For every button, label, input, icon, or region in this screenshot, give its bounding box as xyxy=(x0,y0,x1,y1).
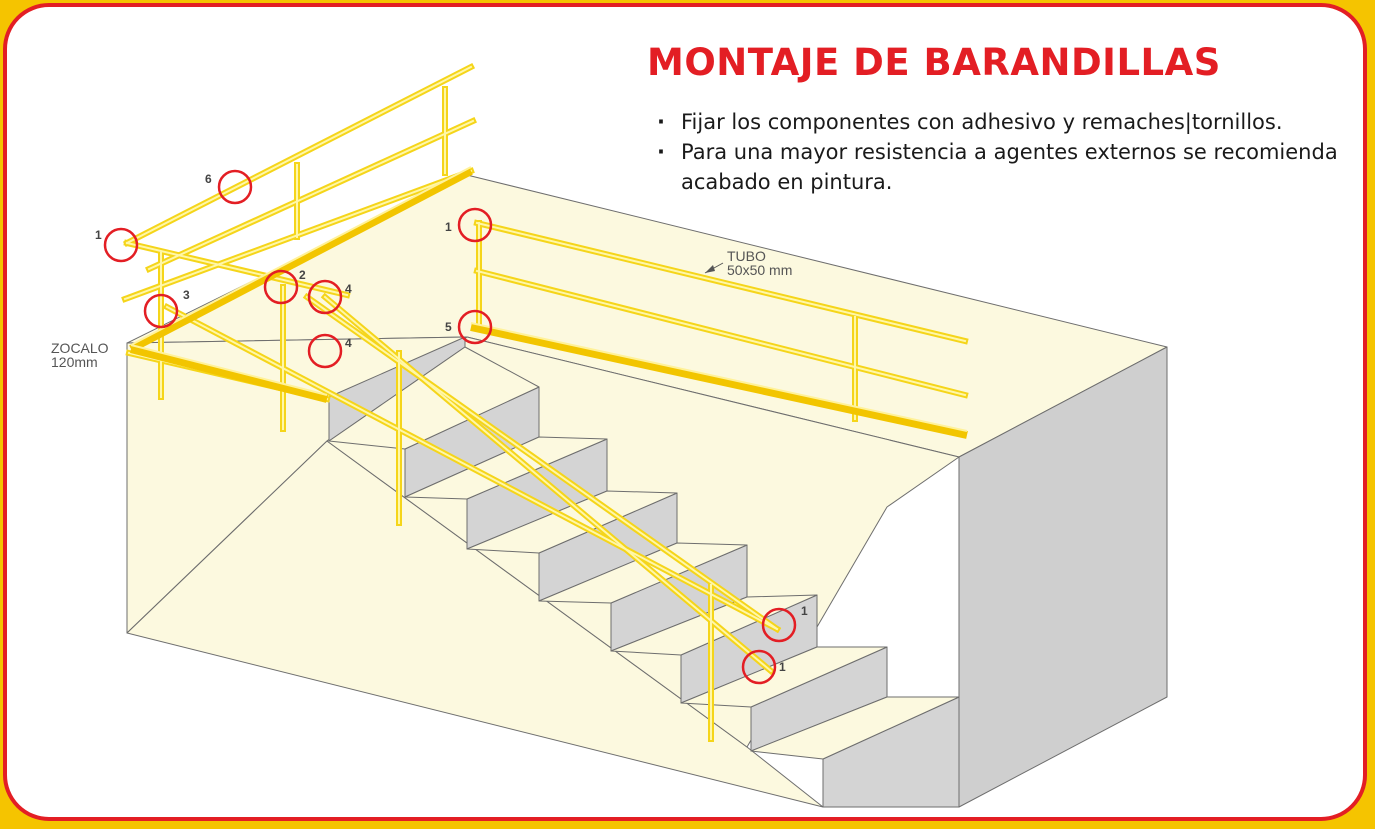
svg-text:4: 4 xyxy=(345,282,352,296)
diagram-panel: TUBO 50x50 mm ZOCALO 120mm 1 6 2 xyxy=(3,3,1367,821)
callout-6: 6 xyxy=(205,169,253,205)
callout-1-bottom-upper: 1 xyxy=(761,604,808,643)
svg-text:1: 1 xyxy=(779,660,786,674)
callout-1-right-top: 1 xyxy=(445,207,493,243)
svg-text:4: 4 xyxy=(345,336,352,350)
tubo-size-label: 50x50 mm xyxy=(727,262,792,278)
svg-text:2: 2 xyxy=(299,268,306,282)
svg-text:1: 1 xyxy=(95,228,102,242)
callout-5: 5 xyxy=(445,309,493,345)
staircase-railing-diagram: TUBO 50x50 mm ZOCALO 120mm 1 6 2 xyxy=(51,62,1168,808)
callout-4-lower: 4 xyxy=(307,333,352,369)
side-wall xyxy=(958,346,1168,808)
dimension-labels: TUBO 50x50 mm ZOCALO 120mm xyxy=(51,248,792,370)
zocalo-label: ZOCALO xyxy=(51,340,109,356)
tubo-arrow-icon xyxy=(705,265,715,273)
page-title: MONTAJE DE BARANDILLAS xyxy=(647,41,1221,84)
zocalo-size-label: 120mm xyxy=(51,354,98,370)
svg-text:5: 5 xyxy=(445,320,452,334)
svg-text:6: 6 xyxy=(205,172,212,186)
toe-boards xyxy=(129,167,968,439)
instruction-item: Fijar los componentes con adhesivo y rem… xyxy=(655,107,1345,137)
callout-2: 2 xyxy=(263,268,306,305)
toe-boards-edge xyxy=(130,166,968,432)
svg-text:1: 1 xyxy=(445,220,452,234)
step-top xyxy=(404,436,608,500)
callout-4-upper: 4 xyxy=(307,279,352,315)
callout-3: 3 xyxy=(143,288,190,329)
svg-text:3: 3 xyxy=(183,288,190,302)
tubo-label: TUBO xyxy=(727,248,766,264)
step-top xyxy=(680,646,888,708)
step-top xyxy=(538,542,748,604)
callout-1-bottom-lower: 1 xyxy=(741,649,786,685)
svg-text:1: 1 xyxy=(801,604,808,618)
callouts: 1 6 2 4 3 xyxy=(95,169,808,685)
railing-upper-left-inner xyxy=(123,65,779,740)
callout-1: 1 xyxy=(95,227,139,263)
instruction-item: Para una mayor resistencia a agentes ext… xyxy=(655,137,1345,197)
step-top xyxy=(750,696,960,760)
railings xyxy=(121,62,969,742)
instruction-list: Fijar los componentes con adhesivo y rem… xyxy=(655,107,1345,197)
